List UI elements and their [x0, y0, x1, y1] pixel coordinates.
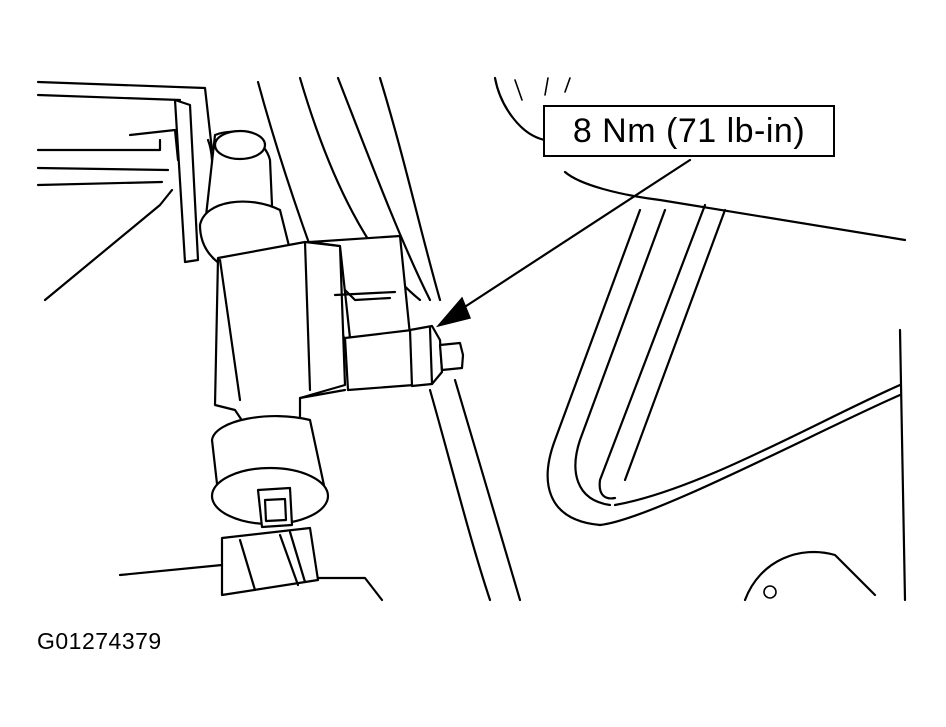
- callout-arrowhead: [435, 296, 472, 328]
- figure-id-label: G01274379: [37, 628, 162, 654]
- sensor-nut: [408, 324, 465, 388]
- electrical-connector: [118, 526, 384, 602]
- torque-callout-box: 8 Nm (71 lb-in): [543, 105, 835, 157]
- trim-panel: [493, 76, 907, 602]
- sensor-body: [213, 234, 416, 427]
- left-bracket: [36, 80, 214, 302]
- callout-leader: [435, 158, 692, 328]
- torque-spec-label: 8 Nm (71 lb-in): [572, 111, 806, 150]
- sensor-lower-housing: [210, 414, 330, 529]
